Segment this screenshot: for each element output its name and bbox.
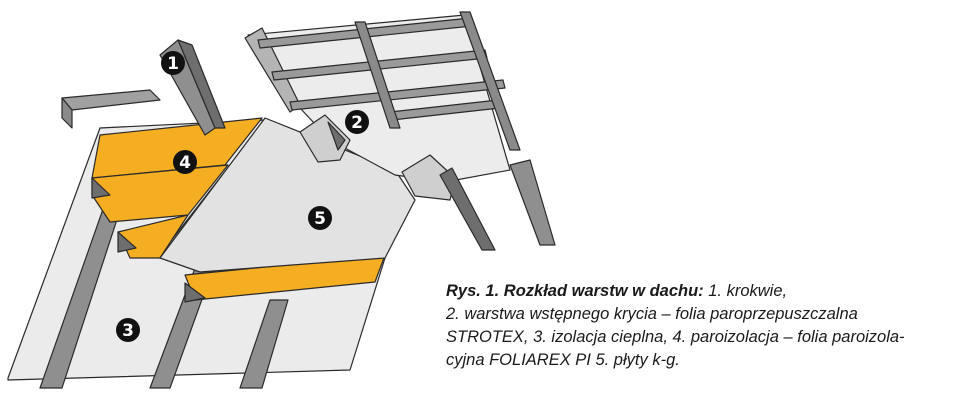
marker-bubble: [161, 51, 185, 75]
batten-3: [289, 79, 506, 111]
caption-title: Rys. 1. Rozkład warstw w dachu:: [446, 282, 704, 300]
marker-3: 3: [116, 318, 140, 342]
marker-5: 5: [308, 206, 332, 230]
marker-3-label: 3: [122, 321, 134, 341]
marker-1: 1: [161, 51, 185, 75]
caption-line-4: cyjna FOLIAREX PI 5. płyty k-g.: [446, 351, 680, 369]
caption-line-2: 2. warstwa wstępnego krycia – folia paro…: [446, 305, 858, 323]
marker-2-label: 2: [351, 113, 363, 133]
caption-line-3: STROTEX, 3. izolacja cieplna, 4. paroizo…: [446, 328, 905, 346]
figure-caption: Rys. 1. Rozkład warstw w dachu: 1. krokw…: [446, 280, 966, 372]
counter-batten-2: [459, 11, 521, 151]
marker-bubble: [116, 318, 140, 342]
rafter-right-dark: [439, 167, 496, 251]
top-beam: [61, 89, 161, 111]
fold-2: [117, 231, 137, 253]
marker-4: 4: [173, 150, 197, 174]
left-slope: [7, 39, 416, 389]
rafter-right: [509, 159, 556, 246]
marker-4-label: 4: [179, 153, 191, 173]
rafter-1-side: [177, 39, 226, 129]
marker-1-label: 1: [167, 54, 179, 74]
caption-line-1-rest: 1. krokwie,: [703, 282, 788, 300]
marker-2: 2: [345, 110, 369, 134]
fold-1: [91, 177, 111, 199]
top-beam-front: [61, 97, 73, 129]
fold-3: [184, 282, 206, 303]
rafter-left-3: [239, 299, 289, 389]
marker-bubble: [345, 110, 369, 134]
counter-batten-1: [354, 21, 401, 129]
marker-bubble: [173, 150, 197, 174]
marker-bubble: [308, 206, 332, 230]
membrane-fold-dark: [327, 121, 346, 151]
marker-5-label: 5: [314, 209, 326, 229]
caption-line-1: Rys. 1. Rozkład warstw w dachu: 1. krokw…: [446, 280, 966, 303]
right-slope: [244, 11, 556, 251]
